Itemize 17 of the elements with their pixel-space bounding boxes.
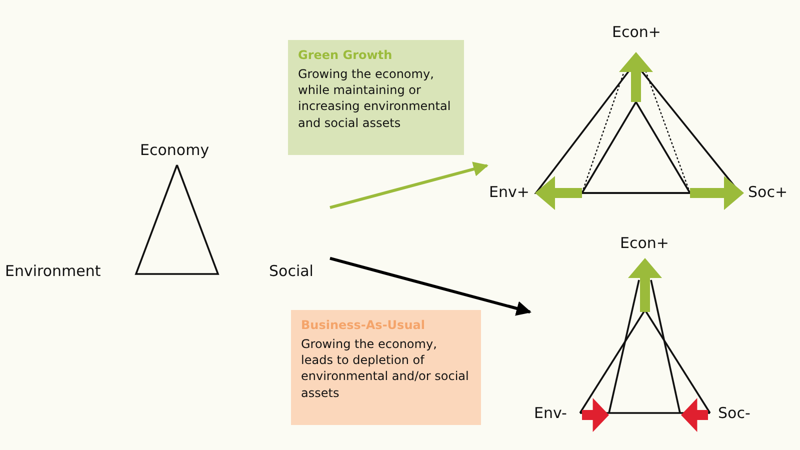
vertex-label: Soc+	[748, 183, 788, 201]
vertex-label: Env-	[534, 404, 567, 422]
text-panel	[288, 40, 464, 155]
vertex-label: Econ+	[620, 234, 669, 252]
panel-text: Growing the economy, while maintaining or increasing environmental and social assets	[298, 66, 452, 131]
vertex-label: Environment	[5, 262, 101, 280]
vertex-label: Social	[269, 262, 314, 280]
arrow	[330, 162, 488, 210]
vertex-label: Economy	[140, 141, 210, 159]
panel-heading: Business-As-Usual	[301, 318, 426, 332]
text-panel	[291, 310, 481, 425]
vertex-label: Env+	[489, 183, 530, 201]
arrow	[330, 256, 532, 316]
panel-text: Growing the economy, leads to depletion of environmental and/or social assets	[301, 336, 470, 401]
vertex-label: Econ+	[612, 23, 661, 41]
vertex-label: Soc-	[718, 404, 750, 422]
panel-heading: Green Growth	[298, 48, 394, 62]
